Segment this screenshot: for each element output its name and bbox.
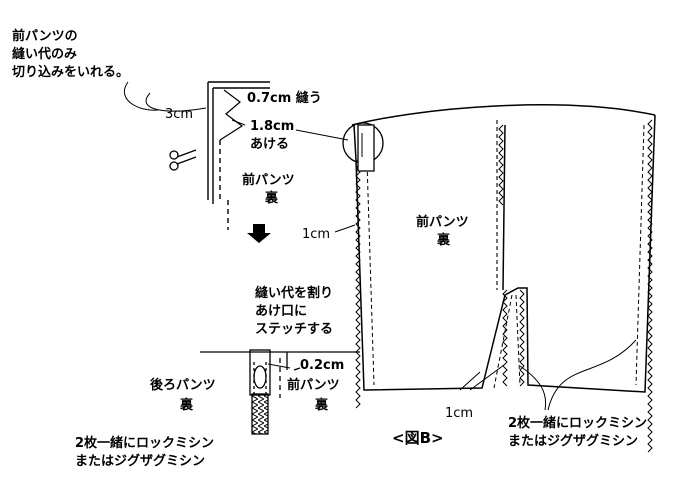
detail-bottom-front-reverse: 裏 [315, 398, 329, 413]
seam-detail-bottom [200, 349, 360, 435]
measure-18cm: 1.8cm [250, 119, 295, 134]
bottom-note-line-2: あけ口に [255, 304, 308, 319]
bottom-serge-note-1: 2枚一緒にロックミシン [75, 436, 215, 451]
detail-bottom-back-pants: 後ろパンツ [150, 378, 216, 393]
seam-detail-top [145, 81, 270, 230]
bottom-note-line-3: ステッチする [255, 322, 334, 337]
top-note-line-2: 縫い代のみ [12, 47, 78, 62]
main-bottom-1cm: 1cm [445, 406, 474, 421]
measure-18cm-open: あける [250, 137, 290, 152]
top-note-line-3: 切り込みをいれる。 [12, 65, 130, 80]
detail-bottom-back-reverse: 裏 [180, 398, 194, 413]
main-front-pants: 前パンツ [416, 215, 469, 230]
measure-07cm: 0.7cm 縫う [247, 91, 322, 106]
detail-top-reverse: 裏 [265, 191, 279, 206]
bottom-note-line-1: 縫い代を割り [255, 286, 334, 301]
measure-3cm: 3cm [165, 107, 194, 122]
main-serge-note-2: またはジグザグミシン [508, 434, 639, 449]
inner-stitch-lines [365, 124, 645, 389]
measure-02cm: 0.2cm [300, 358, 345, 373]
main-serge-note-1: 2枚一緒にロックミシン [508, 416, 648, 431]
main-side-1cm: 1cm [302, 227, 331, 242]
detail-top-front-pants: 前パンツ [242, 173, 295, 188]
down-arrow-icon [247, 224, 271, 243]
leader-lines [295, 129, 637, 411]
figure-label: <図B> [392, 429, 444, 447]
scissors-icon [169, 149, 197, 171]
pants-main [351, 104, 656, 393]
serged-edges [355, 119, 653, 453]
top-note-line-1: 前パンツの [12, 29, 78, 44]
opening-detail-circle [342, 122, 384, 172]
bottom-serge-note-2: またはジグザグミシン [75, 454, 206, 469]
main-reverse: 裏 [437, 233, 451, 248]
detail-bottom-front-pants: 前パンツ [287, 378, 340, 393]
note-pointer [123, 81, 159, 111]
